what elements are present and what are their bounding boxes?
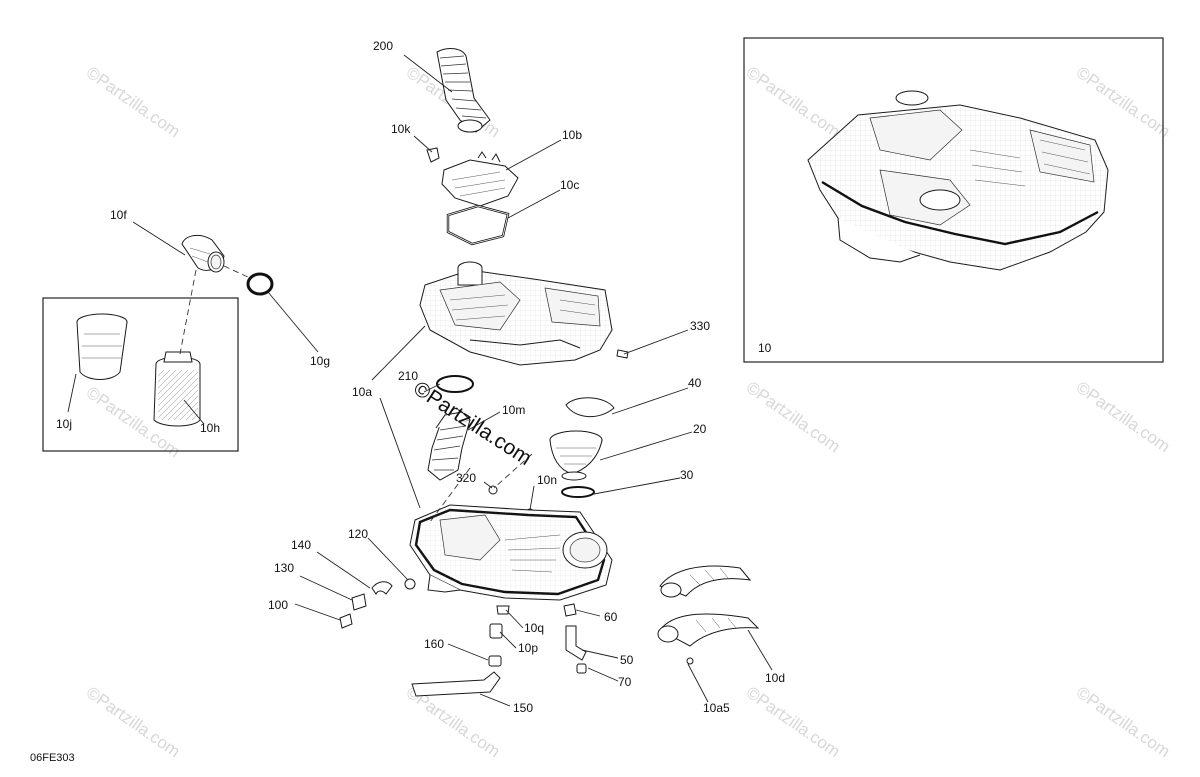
callout-120: 120 bbox=[348, 527, 368, 541]
watermark: ©Partzilla.com bbox=[1073, 63, 1174, 142]
callout-30: 30 bbox=[680, 468, 694, 482]
part-40-screen bbox=[565, 397, 615, 418]
callout-10g: 10g bbox=[310, 354, 330, 368]
watermark: ©Partzilla.com bbox=[743, 63, 844, 142]
part-120-clamp bbox=[404, 578, 416, 590]
part-150-drain-tube bbox=[411, 671, 501, 697]
part-70-cap bbox=[576, 663, 587, 674]
callout-330: 330 bbox=[690, 319, 710, 333]
callout-210: 210 bbox=[398, 369, 418, 383]
watermark: ©Partzilla.com bbox=[1073, 683, 1174, 762]
callout-10a5: 10a5 bbox=[703, 701, 730, 715]
part-10b-cover bbox=[441, 151, 519, 207]
part-10g-seal bbox=[246, 272, 274, 296]
callout-10c: 10c bbox=[560, 178, 579, 192]
part-210-clamp bbox=[436, 375, 474, 393]
diagram-code: 06FE303 bbox=[30, 752, 75, 764]
watermark-center: ©Partzilla.com bbox=[409, 377, 535, 470]
part-140-hose bbox=[371, 581, 393, 595]
callout-150: 150 bbox=[513, 701, 533, 715]
callout-10m: 10m bbox=[502, 403, 525, 417]
callout-40: 40 bbox=[688, 376, 702, 390]
callout-10d: 10d bbox=[765, 671, 785, 685]
part-60-fitting bbox=[563, 603, 577, 617]
watermark: ©Partzilla.com bbox=[743, 683, 844, 762]
part-320-fastener bbox=[488, 485, 498, 495]
callout-10j: 10j bbox=[56, 417, 72, 431]
callout-130: 130 bbox=[274, 561, 294, 575]
callout-10p: 10p bbox=[518, 641, 538, 655]
part-30-ring bbox=[561, 486, 595, 498]
callout-100: 100 bbox=[268, 598, 288, 612]
part-160-clamp bbox=[488, 655, 502, 667]
part-10p-fitting bbox=[489, 623, 503, 639]
part-50-elbow bbox=[565, 625, 587, 661]
callout-140: 140 bbox=[291, 538, 311, 552]
part-200-intake-duct bbox=[436, 48, 491, 133]
callout-labels: 200 10k 10b 10c 10f 10g 10j 10h 330 10a … bbox=[56, 39, 785, 715]
part-10f-coupler bbox=[181, 234, 225, 273]
inset-frame-assembly bbox=[743, 37, 1164, 363]
part-10d-outlet-ducts bbox=[657, 565, 760, 647]
watermark: ©Partzilla.com bbox=[83, 63, 184, 142]
leader-lines bbox=[67, 54, 773, 707]
callout-60: 60 bbox=[604, 610, 618, 624]
part-10a5-screw bbox=[686, 657, 694, 665]
part-20-funnel bbox=[549, 430, 603, 481]
part-330-screw bbox=[616, 349, 629, 359]
inset-frame-filter bbox=[42, 297, 239, 452]
callout-10q: 10q bbox=[524, 621, 544, 635]
callout-10n: 10n bbox=[537, 473, 557, 487]
part-100-cap bbox=[339, 613, 353, 629]
callout-10k: 10k bbox=[391, 122, 411, 136]
part-10a-airbox-lower bbox=[409, 504, 613, 601]
callout-10f: 10f bbox=[110, 208, 127, 222]
part-10m-inner-duct bbox=[427, 411, 471, 481]
callout-10h: 10h bbox=[200, 421, 220, 435]
callout-10a: 10a bbox=[352, 385, 372, 399]
part-10c-gasket bbox=[446, 204, 510, 246]
part-10-assembly-inset bbox=[807, 90, 1109, 271]
watermark: ©Partzilla.com bbox=[83, 683, 184, 762]
callout-10b: 10b bbox=[562, 128, 582, 142]
callout-70: 70 bbox=[618, 675, 632, 689]
part-10a-airbox-upper bbox=[419, 261, 613, 366]
callout-200: 200 bbox=[373, 39, 393, 53]
callout-160: 160 bbox=[424, 637, 444, 651]
part-10h-filter bbox=[153, 351, 201, 427]
watermark: ©Partzilla.com bbox=[1073, 378, 1174, 457]
callout-320: 320 bbox=[456, 471, 476, 485]
callout-50: 50 bbox=[620, 653, 634, 667]
part-10k-clip bbox=[426, 147, 440, 163]
watermark: ©Partzilla.com bbox=[743, 378, 844, 457]
inset-label: 10 bbox=[758, 341, 772, 355]
part-10j-sleeve bbox=[76, 313, 128, 380]
part-10q-fitting bbox=[496, 605, 510, 615]
callout-20: 20 bbox=[693, 422, 707, 436]
part-130-fitting bbox=[351, 593, 367, 611]
